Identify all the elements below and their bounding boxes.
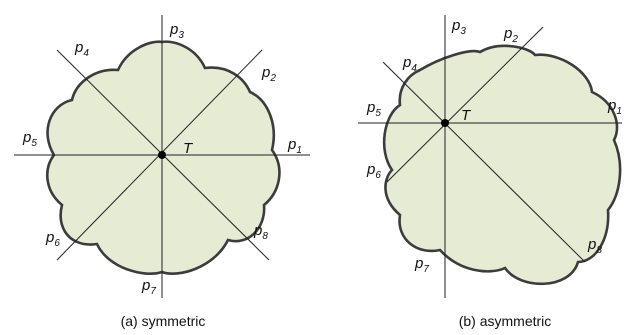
panel-a: T p3 p2 p4 p5 p1 p6 p8 p7 (a) symmetric: [14, 15, 310, 329]
label-p5: p5: [22, 129, 37, 149]
center-point: [441, 119, 449, 127]
line-p2: [386, 26, 544, 183]
panel-b: T p3 p2 p4 p5 p1 p6 p7 p8 (b) asymmetric: [358, 15, 622, 329]
center-point: [158, 151, 166, 159]
label-p3: p3: [169, 21, 184, 41]
label-p6: p6: [366, 161, 381, 181]
label-p7: p7: [414, 255, 429, 275]
label-p2: p2: [503, 25, 518, 45]
label-p4: p4: [402, 54, 417, 74]
label-p8: p8: [253, 222, 268, 242]
caption-a: (a) symmetric: [121, 313, 206, 329]
label-p6: p6: [45, 229, 60, 249]
label-p7: p7: [141, 277, 156, 297]
center-label: T: [183, 140, 194, 157]
label-p8: p8: [587, 236, 602, 256]
label-p5: p5: [366, 99, 381, 119]
line-p4: [382, 61, 586, 263]
label-p1: p1: [607, 97, 622, 117]
label-p1: p1: [287, 136, 302, 156]
center-label: T: [461, 107, 472, 124]
label-p2: p2: [261, 64, 276, 84]
blob-shape-asymmetric: [382, 44, 622, 286]
caption-b: (b) asymmetric: [459, 313, 552, 329]
label-p4: p4: [74, 39, 89, 59]
label-p3: p3: [451, 17, 466, 37]
